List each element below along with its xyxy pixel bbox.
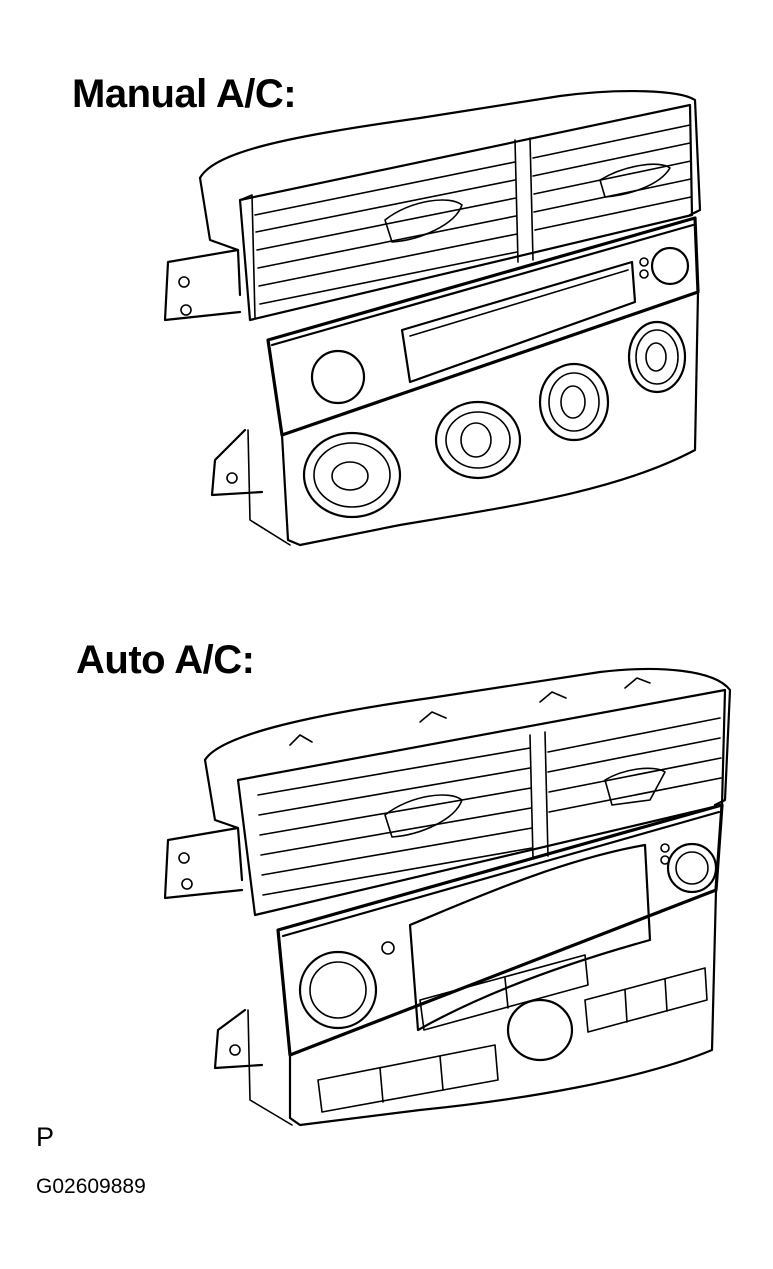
figure-id-label: G02609889 <box>36 1175 146 1198</box>
auto-ac-panel-drawing <box>163 667 732 1127</box>
auto-ac-illustration <box>0 655 773 1135</box>
manual-ac-illustration <box>0 70 773 560</box>
view-code-label: P <box>36 1122 55 1152</box>
manual-ac-panel-drawing <box>163 89 702 547</box>
auto-ac-heading: Auto A/C: <box>76 638 255 682</box>
manual-ac-heading: Manual A/C: <box>72 72 297 116</box>
